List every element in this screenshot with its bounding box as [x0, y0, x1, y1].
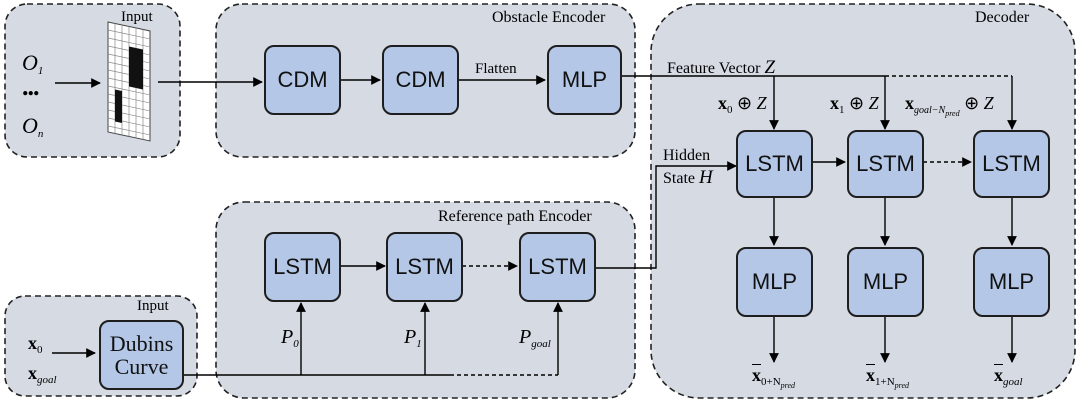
- decoder-output-0: x0+Npred: [752, 365, 796, 390]
- ref-lstm-1: LSTM: [264, 232, 341, 302]
- decoder-lstm-1: LSTM: [736, 130, 813, 198]
- flatten-label: Flatten: [475, 61, 517, 77]
- obstacle-last: On: [22, 113, 44, 140]
- path-input-1: P1: [404, 326, 422, 350]
- obstacle-first: O1: [22, 50, 44, 77]
- occupancy-grid: [107, 21, 151, 142]
- state-label: State H: [663, 167, 713, 188]
- ref-lstm-3: LSTM: [519, 232, 596, 302]
- cdm-block-2: CDM: [382, 45, 459, 115]
- decoder-mlp-2: MLP: [847, 247, 924, 317]
- path-input-0: P0: [281, 326, 299, 350]
- path-input-goal: Pgoal: [519, 326, 551, 350]
- obstacle-encoder-title: Obstacle Encoder: [492, 9, 606, 26]
- decoder-mlp-1: MLP: [736, 247, 813, 317]
- obstacle-mlp-block: MLP: [547, 45, 622, 115]
- decoder-input-0: x0 ⊕ Z: [718, 93, 767, 116]
- decoder-lstm-2: LSTM: [847, 130, 924, 198]
- decoder-lstm-3: LSTM: [973, 130, 1050, 198]
- decoder-output-2: xgoal: [994, 365, 1023, 388]
- hidden-label: Hidden: [663, 147, 711, 164]
- reference-encoder-title: Reference path Encoder: [438, 208, 592, 225]
- input-bottom-title: Input: [137, 298, 169, 314]
- decoder-mlp-3: MLP: [973, 247, 1050, 317]
- x0-label: x0: [28, 333, 43, 356]
- hidden-state-line: [595, 161, 737, 269]
- decoder-title: Decoder: [975, 9, 1030, 26]
- decoder-output-1: x1+Npred: [866, 365, 910, 390]
- cdm-block-1: CDM: [264, 45, 341, 115]
- obstacle-ellipsis: ...: [22, 72, 39, 101]
- ref-lstm-2: LSTM: [386, 232, 463, 302]
- decoder-input-2: xgoal−Npred ⊕ Z: [905, 93, 994, 118]
- decoder-input-1: x1 ⊕ Z: [830, 93, 879, 116]
- feature-vector-label: Feature Vector Z: [667, 57, 776, 78]
- xgoal-label: xgoal: [28, 363, 57, 386]
- input-top-title: Input: [121, 9, 153, 25]
